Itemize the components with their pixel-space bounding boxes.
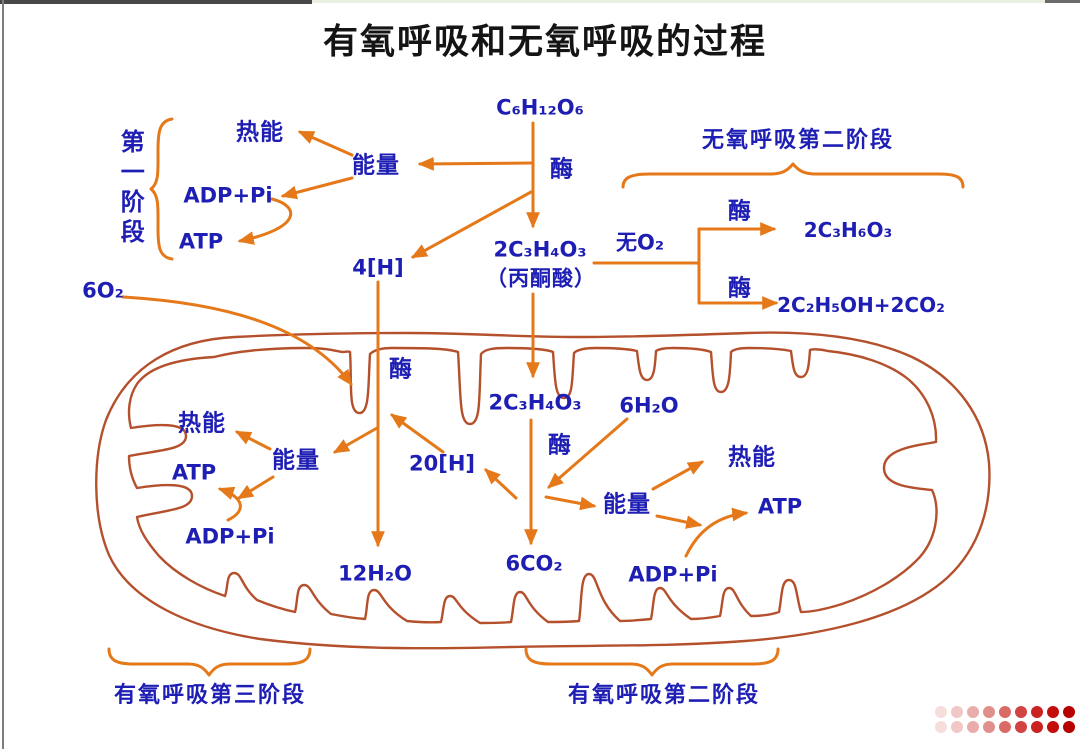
decoration-dot (1063, 721, 1075, 733)
arrow-energy3-to-heat3 (651, 460, 705, 491)
adp-pi-label-stage3: ADP+Pi (185, 524, 275, 549)
decoration-dot (1015, 706, 1027, 718)
12h2o-label: 12H₂O (338, 561, 412, 586)
pyruvate-name-label: （丙酮酸） (486, 266, 596, 291)
glucose-label: C₆H₁₂O₆ (496, 95, 584, 120)
enzyme-label-ethanol: 酶 (728, 275, 752, 302)
6h2o-label: 6H₂O (619, 393, 679, 418)
enzyme-label-lactic: 酶 (728, 198, 752, 225)
arrow-h-line-to-energy2 (332, 426, 379, 454)
brace-anaerobic-stage2 (621, 162, 965, 189)
pyruvate-formula-label: 2C₃H₄O₃ (493, 237, 587, 262)
decoration-dot (1063, 706, 1075, 718)
decoration-dot (935, 706, 947, 718)
arrow-junction-to-20h (484, 468, 518, 500)
aerobic-stage2-title: 有氧呼吸第二阶段 (567, 682, 761, 708)
lactic-acid-label: 2C₃H₆O₃ (803, 218, 893, 242)
ethanol-co2-label: 2C₂H₅OH+2CO₂ (777, 293, 945, 317)
decoration-dot (1047, 721, 1059, 733)
arrow-adp2-to-atp2-swoosh (217, 486, 242, 522)
heat-label-stage2: 热能 (728, 444, 776, 471)
mitochondrion-outer-membrane (95, 331, 991, 650)
aerobic-stage3-title: 有氧呼吸第三阶段 (113, 682, 307, 708)
stage1-vertical-label: 第一阶段 (116, 129, 145, 249)
arrow-adp3-to-atp3-swoosh (684, 507, 749, 558)
arrow-energy1-to-adp1 (280, 176, 354, 200)
energy-label-stage1: 能量 (352, 152, 400, 179)
top-edge-light-strip (312, 0, 1045, 3)
arrow-energy1-to-heat1 (297, 130, 354, 157)
arrow-energy2-to-heat2 (234, 430, 272, 451)
atp-label-stage3: ATP (171, 460, 217, 485)
enzyme-label-stage2: 酶 (548, 432, 572, 459)
top-edge-dark-right-strip (1045, 0, 1080, 3)
6co2-label: 6CO₂ (505, 551, 563, 576)
decoration-dot (951, 721, 963, 733)
20h-label: 20[H] (409, 451, 475, 476)
page-title: 有氧呼吸和无氧呼吸的过程 (322, 21, 768, 63)
energy-label-stage2: 能量 (603, 491, 651, 518)
pyruvate-inner-label: 2C₃H₄O₃ (488, 390, 582, 415)
top-edge-dark-left-strip (0, 0, 312, 4)
no-o2-label: 无O₂ (615, 230, 665, 255)
mitochondrion-inner-membrane-cristae (127, 346, 938, 625)
decoration-dot (935, 721, 947, 733)
left-edge-line (2, 0, 4, 749)
arrow-energy3-down-right (655, 514, 703, 529)
arrow-glucose-to-energy (417, 156, 533, 171)
decoration-dot-row (935, 706, 1075, 718)
decoration-dot (951, 706, 963, 718)
enzyme-label-glycolysis: 酶 (550, 156, 574, 183)
adp-pi-label-stage2: ADP+Pi (628, 562, 718, 587)
heat-label-stage1: 热能 (236, 119, 284, 146)
decoration-dot-row (935, 721, 1075, 733)
atp-label-stage2: ATP (757, 494, 803, 519)
arrow-20h-to-h-line (390, 413, 445, 454)
decoration-dot (1015, 721, 1027, 733)
decoration-dot (1031, 706, 1043, 718)
brace-stage1 (149, 117, 174, 261)
decoration-dot (967, 721, 979, 733)
decoration-dot (1047, 706, 1059, 718)
arrow-6o2-into-mitochondrion (121, 295, 353, 386)
energy-label-stage3: 能量 (272, 447, 320, 474)
decoration-dot (983, 721, 995, 733)
arrow-junction-to-energy3 (544, 495, 597, 511)
arrow-energy2-down-left (236, 475, 275, 500)
decoration-dot (983, 706, 995, 718)
4h-label: 4[H] (352, 255, 404, 280)
atp-label-stage1: ATP (178, 229, 224, 254)
brace-aerobic-stage3 (107, 647, 312, 677)
adp-pi-label-stage1: ADP+Pi (183, 183, 273, 208)
decoration-dot (999, 706, 1011, 718)
brace-aerobic-stage2 (524, 647, 780, 677)
anaerobic-stage2-title: 无氧呼吸第二阶段 (701, 127, 895, 153)
decoration-dot (999, 721, 1011, 733)
heat-label-stage3: 热能 (178, 410, 226, 437)
6o2-label: 6O₂ (82, 278, 124, 303)
decoration-dot (967, 706, 979, 718)
enzyme-label-stage3: 酶 (389, 356, 413, 383)
decoration-dot (1031, 721, 1043, 733)
